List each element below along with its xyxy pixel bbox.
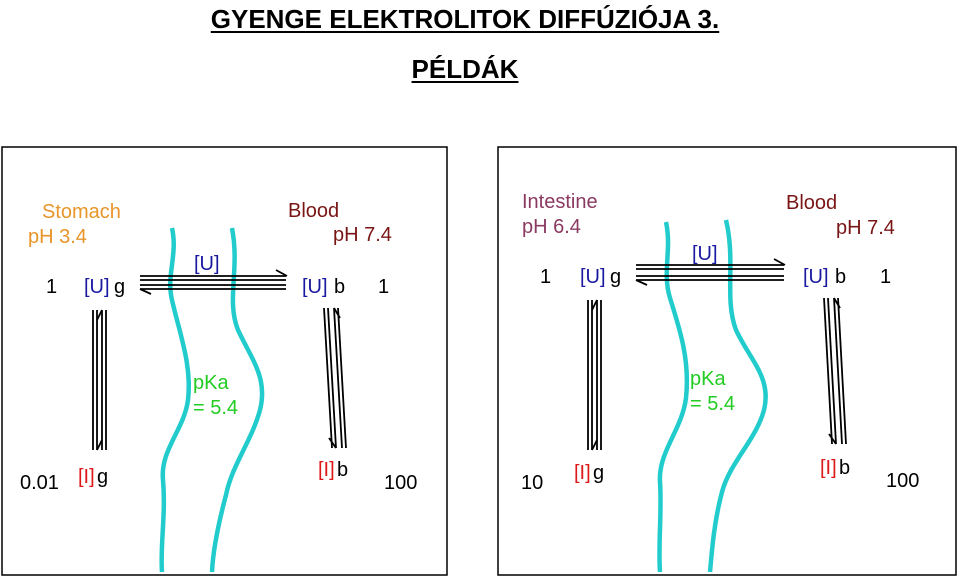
right-compartment-label: Blood (786, 192, 837, 214)
left-u-coefficient: 1 (540, 266, 551, 288)
panel-frame (497, 146, 957, 576)
left-u-coefficient: 1 (46, 276, 57, 298)
left-ph-label: pH 3.4 (28, 226, 87, 248)
left-i-species: [I] (574, 462, 591, 484)
right-vertical-equilibrium-arrow (823, 297, 847, 445)
left-u-species: [U] (84, 276, 110, 298)
left-u-species: [U] (580, 266, 606, 288)
membrane-left-edge (159, 227, 191, 573)
horizontal-equilibrium-arrow (635, 258, 786, 286)
right-vertical-equilibrium-arrow (323, 307, 347, 449)
pka-value: = 5.4 (690, 393, 735, 415)
pka-value: = 5.4 (193, 397, 238, 419)
right-ph-label: pH 7.4 (836, 217, 895, 239)
pka-label: pKa (193, 372, 229, 394)
panel-intestine: Intestine pH 6.4 Blood pH 7.4 1 [U] g [U… (497, 146, 957, 576)
pka-label: pKa (690, 368, 726, 390)
right-u-coefficient: 1 (378, 276, 389, 298)
right-i-subscript: b (839, 457, 850, 479)
right-compartment-label: Blood (288, 200, 339, 222)
right-u-subscript: b (835, 266, 846, 288)
right-i-subscript: b (337, 459, 348, 481)
right-i-coefficient: 100 (886, 470, 919, 492)
right-i-species: [I] (318, 459, 335, 481)
left-i-coefficient: 10 (521, 472, 543, 494)
membrane-u-species: [U] (194, 253, 220, 275)
panel-stomach: Stomach pH 3.4 Blood pH 7.4 1 [U] g [U] … (1, 146, 448, 576)
left-ph-label: pH 6.4 (522, 216, 581, 238)
right-i-coefficient: 100 (384, 472, 417, 494)
right-i-species: [I] (820, 457, 837, 479)
right-u-species: [U] (803, 266, 829, 288)
left-i-subscript: g (97, 466, 108, 488)
membrane-left-edge (657, 221, 690, 573)
left-i-coefficient: 0.01 (20, 472, 59, 494)
right-ph-label: pH 7.4 (333, 224, 392, 246)
page-title: GYENGE ELEKTROLITOK DIFFÚZIÓJA 3. (210, 4, 720, 34)
horizontal-equilibrium-arrow (139, 269, 288, 295)
left-i-species: [I] (78, 466, 95, 488)
left-compartment-label: Intestine (522, 191, 598, 213)
right-u-coefficient: 1 (880, 266, 891, 288)
page-subtitle: PÉLDÁK (411, 54, 519, 84)
left-compartment-label: Stomach (42, 201, 121, 223)
right-u-species: [U] (302, 276, 328, 298)
membrane-u-species: [U] (692, 243, 718, 265)
left-vertical-equilibrium-arrow (587, 299, 602, 451)
left-vertical-equilibrium-arrow (92, 309, 107, 451)
membrane-right-edge (707, 219, 768, 573)
left-u-subscript: g (610, 266, 621, 288)
right-u-subscript: b (334, 276, 345, 298)
left-u-subscript: g (114, 276, 125, 298)
membrane-right-edge (209, 227, 265, 573)
left-i-subscript: g (593, 462, 604, 484)
